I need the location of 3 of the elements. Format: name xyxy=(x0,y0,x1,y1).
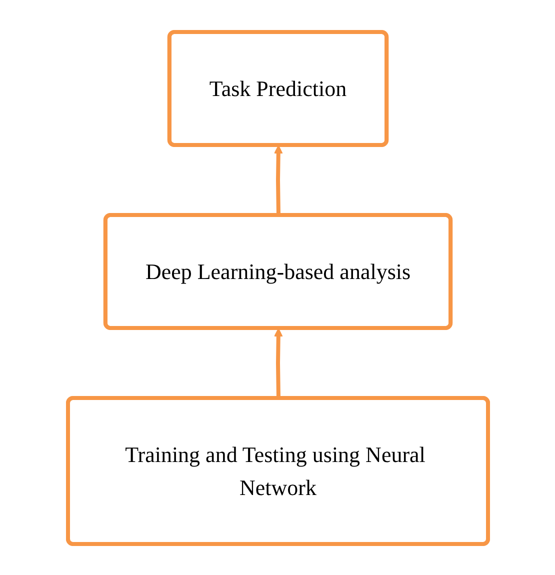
arrow xyxy=(273,144,282,216)
node-text: Training and Testing using Neural Network xyxy=(124,442,425,500)
arrow xyxy=(273,328,282,398)
